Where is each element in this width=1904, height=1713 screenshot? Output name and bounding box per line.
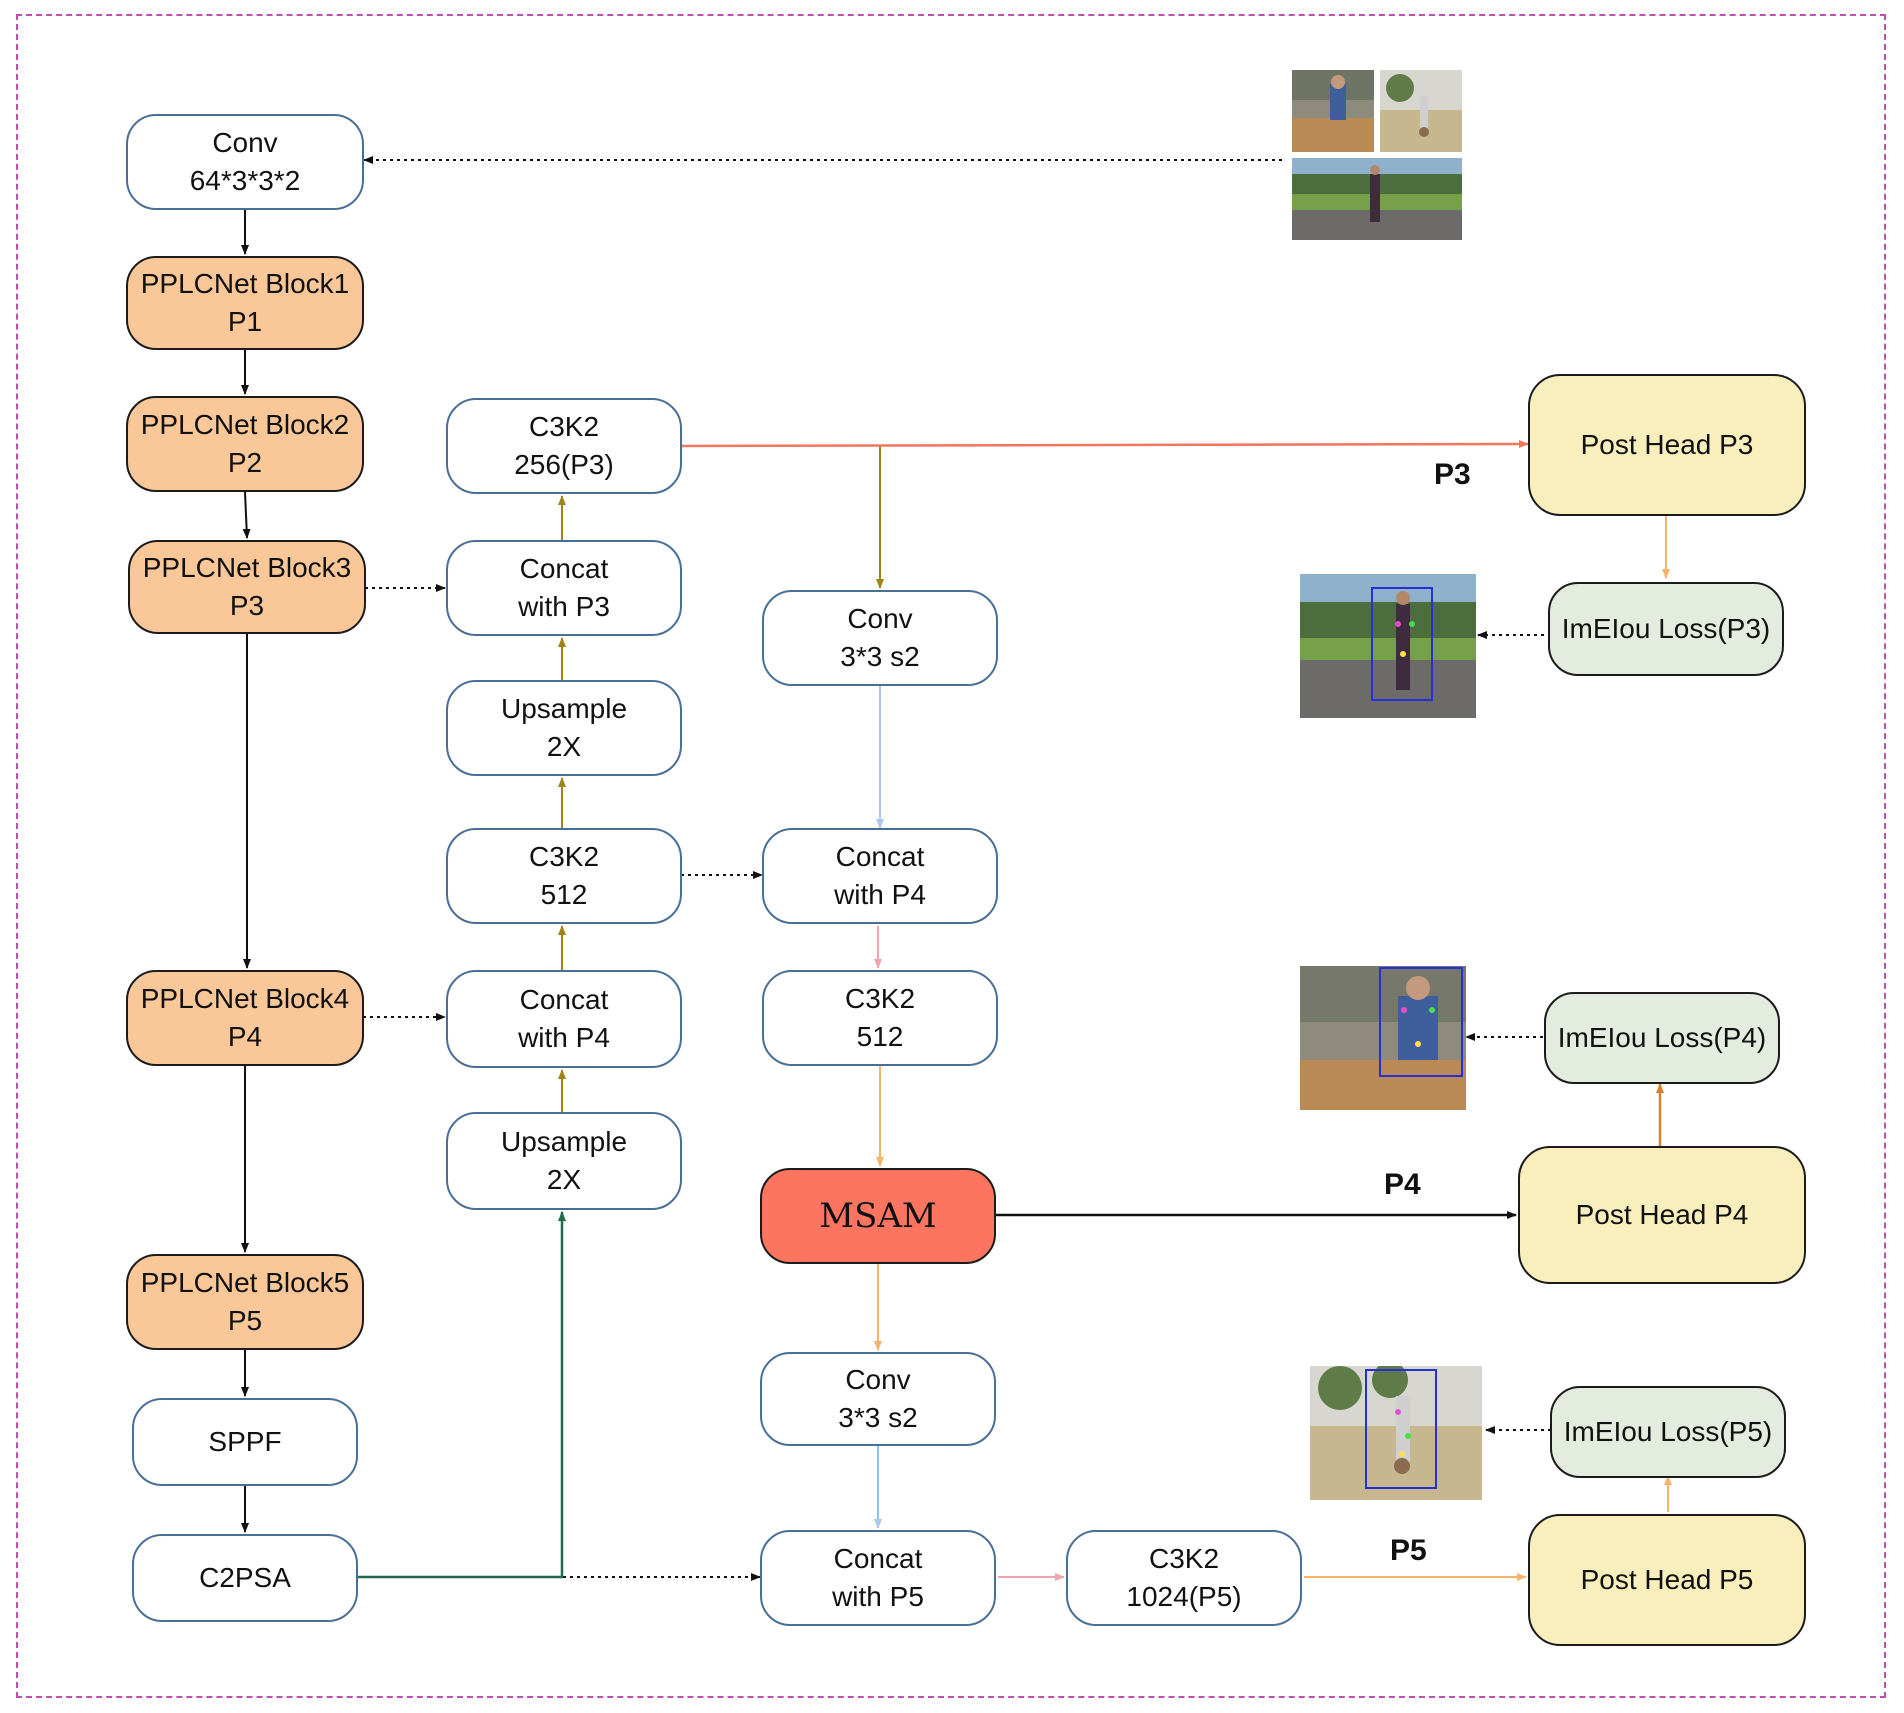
c2psa-label: C2PSA — [199, 1562, 291, 1593]
edge-c2psa-up-b — [355, 1211, 566, 1579]
loss-p5-label: ImEIou Loss(P5) — [1563, 1416, 1773, 1447]
conv-input-line1: Conv — [212, 127, 278, 158]
pplcnet-block4-line2: P4 — [227, 1021, 263, 1052]
c3k2-512b-node: C3K2 512 — [762, 970, 998, 1066]
detection-image-p4 — [1300, 966, 1466, 1110]
c3k2-p3-line1: C3K2 — [528, 411, 600, 442]
pplcnet-block3-line1: PPLCNet Block3 — [142, 552, 352, 583]
pplcnet-block2-line1: PPLCNet Block2 — [140, 409, 350, 440]
conv-s2a-node: Conv 3*3 s2 — [762, 590, 998, 686]
pplcnet-block5-line1: PPLCNet Block5 — [140, 1267, 350, 1298]
pplcnet-block1-line2: P1 — [227, 306, 263, 337]
c3k2-512a-line1: C3K2 — [528, 841, 600, 872]
concat-p3-line1: Concat — [519, 553, 609, 584]
conv-s2a-line1: Conv — [847, 603, 913, 634]
c3k2-512b-line1: C3K2 — [844, 983, 916, 1014]
loss-p3-node: ImEIou Loss(P3) — [1548, 582, 1784, 676]
loss-p4-node: ImEIou Loss(P4) — [1544, 992, 1780, 1084]
post-head-p4-label: Post Head P4 — [1575, 1199, 1749, 1230]
concat-p5-node: Concat with P5 — [760, 1530, 996, 1626]
concat-p3-line2: with P3 — [518, 591, 610, 622]
upsample-a-node: Upsample 2X — [446, 680, 682, 776]
loss-p3-label: ImEIou Loss(P3) — [1561, 613, 1771, 644]
upsample-b-node: Upsample 2X — [446, 1112, 682, 1210]
input-image-handstand — [1380, 70, 1462, 152]
upsample-a-line1: Upsample — [500, 693, 628, 724]
pplcnet-block5-line2: P5 — [227, 1305, 263, 1336]
conv-s2b-line1: Conv — [845, 1364, 911, 1395]
c3k2-p5-line1: C3K2 — [1148, 1543, 1220, 1574]
input-image-jumping — [1292, 158, 1462, 240]
conv-input-node: Conv 64*3*3*2 — [126, 114, 364, 210]
detection-image-p5 — [1310, 1366, 1482, 1500]
pplcnet-block2-line2: P2 — [227, 447, 263, 478]
pplcnet-block4-line1: PPLCNet Block4 — [140, 983, 350, 1014]
concat-p4a-line2: with P4 — [518, 1022, 610, 1053]
sppf-label: SPPF — [208, 1426, 282, 1457]
concat-p3-node: Concat with P3 — [446, 540, 682, 636]
upsample-b-line1: Upsample — [500, 1126, 628, 1157]
c2psa-node: C2PSA — [132, 1534, 358, 1622]
post-head-p5-label: Post Head P5 — [1580, 1564, 1754, 1595]
c3k2-p3-line2: 256(P3) — [514, 449, 614, 480]
post-head-p4-node: Post Head P4 — [1518, 1146, 1806, 1284]
edge-pp2-pp3 — [242, 491, 251, 539]
conv-input-line2: 64*3*3*2 — [189, 165, 301, 196]
loss-p5-node: ImEIou Loss(P5) — [1550, 1386, 1786, 1478]
input-image-woodwork — [1292, 70, 1374, 152]
conv-s2b-node: Conv 3*3 s2 — [760, 1352, 996, 1446]
concat-p5-line1: Concat — [833, 1543, 923, 1574]
concat-p5-line2: with P5 — [832, 1581, 924, 1612]
c3k2-512a-line2: 512 — [540, 879, 588, 910]
edge-c3k2-head-p3 — [680, 440, 1529, 449]
loss-p4-label: ImEIou Loss(P4) — [1557, 1022, 1767, 1053]
c3k2-512a-node: C3K2 512 — [446, 828, 682, 924]
concat-p4a-node: Concat with P4 — [446, 970, 682, 1068]
post-head-p5-node: Post Head P5 — [1528, 1514, 1806, 1646]
edge-label-p4: P4 — [1384, 1168, 1421, 1201]
concat-p4a-line1: Concat — [519, 984, 609, 1015]
diagram-frame — [16, 14, 1886, 1698]
post-head-p3-node: Post Head P3 — [1528, 374, 1806, 516]
conv-s2b-line2: 3*3 s2 — [838, 1402, 918, 1433]
concat-p4b-line1: Concat — [835, 841, 925, 872]
sppf-node: SPPF — [132, 1398, 358, 1486]
edge-label-p5: P5 — [1390, 1534, 1427, 1567]
msam-label: MSAM — [819, 1196, 937, 1236]
upsample-a-line2: 2X — [546, 731, 582, 762]
edge-label-p3: P3 — [1434, 458, 1471, 491]
c3k2-p3-node: C3K2 256(P3) — [446, 398, 682, 494]
post-head-p3-label: Post Head P3 — [1580, 429, 1754, 460]
upsample-b-line2: 2X — [546, 1164, 582, 1195]
c3k2-512b-line2: 512 — [856, 1021, 904, 1052]
msam-node: MSAM — [760, 1168, 996, 1264]
concat-p4b-node: Concat with P4 — [762, 828, 998, 924]
c3k2-p5-line2: 1024(P5) — [1126, 1581, 1242, 1612]
pplcnet-block1-line1: PPLCNet Block1 — [140, 268, 350, 299]
conv-s2a-line2: 3*3 s2 — [840, 641, 920, 672]
pplcnet-block3-line2: P3 — [229, 590, 265, 621]
detection-image-p3 — [1300, 574, 1476, 718]
c3k2-p5-node: C3K2 1024(P5) — [1066, 1530, 1302, 1626]
concat-p4b-line2: with P4 — [834, 879, 926, 910]
